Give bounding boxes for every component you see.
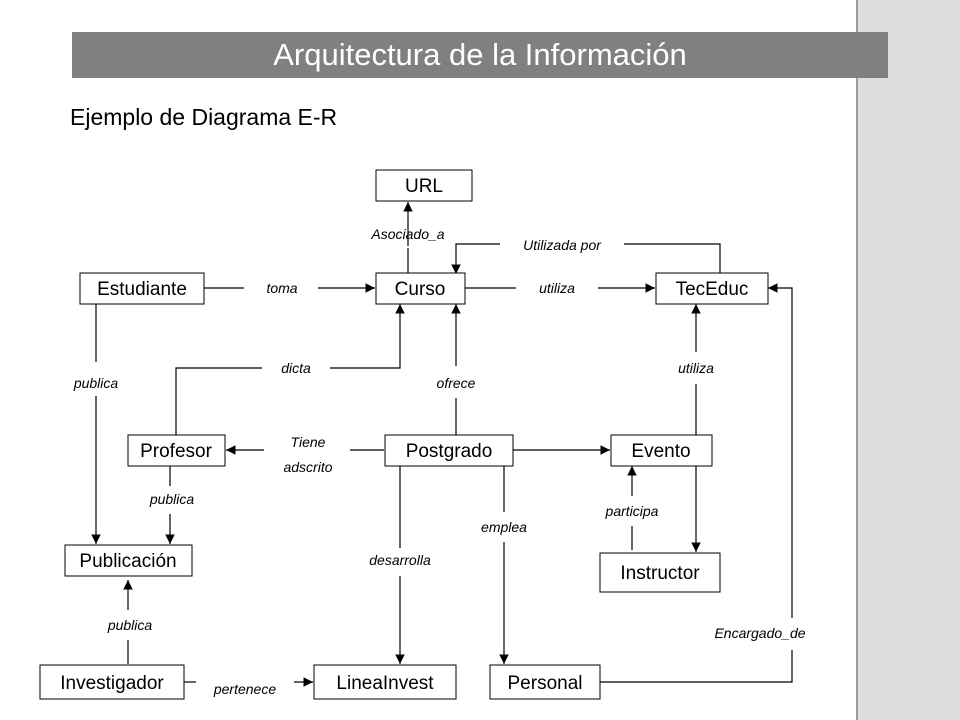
page-title: Arquitectura de la Información <box>72 32 888 78</box>
rel-participa: participa <box>605 503 659 519</box>
entity-personal[interactable]: Personal <box>489 664 601 700</box>
entity-lineainvest[interactable]: LineaInvest <box>313 664 457 700</box>
rel-utilizada-por: Utilizada por <box>523 237 602 253</box>
svg-text:Investigador: Investigador <box>60 673 164 694</box>
rel-dicta: dicta <box>281 360 311 376</box>
entity-instructor[interactable]: Instructor <box>599 552 721 593</box>
entity-investigador[interactable]: Investigador <box>39 664 185 700</box>
svg-text:Evento: Evento <box>631 441 690 462</box>
entity-postgrado[interactable]: Postgrado <box>384 434 514 467</box>
entity-publicacion[interactable]: Publicación <box>64 544 193 577</box>
connector-utilizada-curso <box>451 243 500 274</box>
rel-emplea: emplea <box>481 519 527 535</box>
connector-profesor-dicta <box>175 367 262 436</box>
svg-text:Postgrado: Postgrado <box>406 441 493 462</box>
rel-pertenece: pertenece <box>213 681 276 697</box>
rel-encargado-de: Encargado_de <box>714 625 805 641</box>
svg-text:LineaInvest: LineaInvest <box>336 673 434 694</box>
rel-publica-profesor: publica <box>149 491 195 507</box>
rel-asociado-a: Asociado_a <box>370 226 444 242</box>
rel-publica-estudiante: publica <box>73 375 119 391</box>
entity-url[interactable]: URL <box>375 169 473 202</box>
svg-text:URL: URL <box>405 176 443 197</box>
connectors <box>91 202 793 687</box>
connector-encargado-teceduc <box>768 283 793 618</box>
side-panel <box>856 0 960 720</box>
svg-text:Personal: Personal <box>508 673 583 694</box>
connector-personal-encargado <box>600 650 793 683</box>
rel-tiene-adscrito-line2: adscrito <box>283 459 332 475</box>
svg-text:Instructor: Instructor <box>620 563 700 584</box>
rel-desarrolla: desarrolla <box>369 552 431 568</box>
entity-teceduc[interactable]: TecEduc <box>655 272 769 305</box>
rel-tiene-adscrito-line1: Tiene <box>291 434 326 450</box>
connector-dicta-curso <box>330 304 405 369</box>
rel-toma: toma <box>266 280 297 296</box>
connector-teceduc-utilizada <box>624 243 721 274</box>
rel-publica-investigador: publica <box>107 617 153 633</box>
diagram-subtitle: Ejemplo de Diagrama E-R <box>70 104 338 130</box>
entity-estudiante[interactable]: Estudiante <box>79 272 205 305</box>
svg-text:Estudiante: Estudiante <box>97 279 187 300</box>
rel-utiliza-evento: utiliza <box>678 360 714 376</box>
entity-curso[interactable]: Curso <box>375 272 466 305</box>
svg-text:TecEduc: TecEduc <box>676 279 749 300</box>
entity-evento[interactable]: Evento <box>610 434 713 467</box>
svg-text:Profesor: Profesor <box>140 441 212 462</box>
rel-utiliza-curso: utiliza <box>539 280 575 296</box>
svg-text:Curso: Curso <box>395 279 446 300</box>
svg-text:Publicación: Publicación <box>79 551 176 572</box>
rel-ofrece: ofrece <box>437 375 476 391</box>
entity-profesor[interactable]: Profesor <box>127 434 226 467</box>
